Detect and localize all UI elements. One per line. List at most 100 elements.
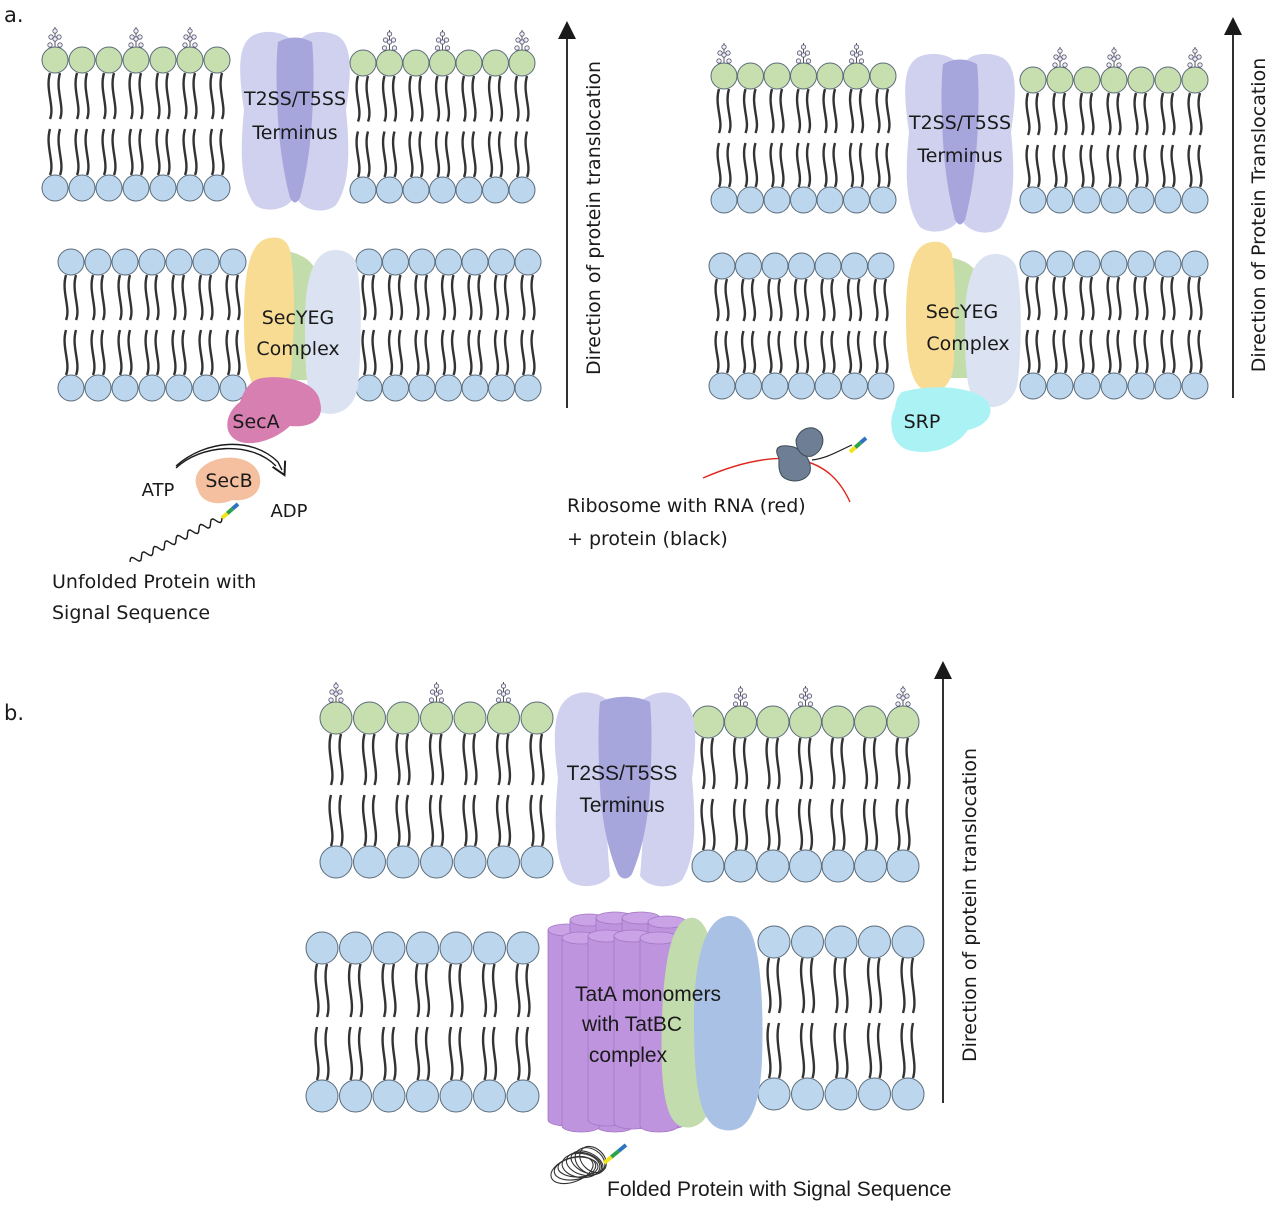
lipid-head — [1046, 186, 1074, 214]
lipid-head — [435, 374, 462, 402]
t2ss-label-line2: Terminus — [916, 145, 1002, 167]
lipid-head — [824, 1077, 858, 1111]
lipid-head — [1154, 250, 1182, 278]
srp-label: SRP — [904, 411, 941, 433]
atp-label: ATP — [142, 480, 175, 501]
translocation-arrow-a-left: Direction of protein translocation — [558, 21, 605, 408]
lipid-head — [854, 849, 887, 883]
lipid-head — [386, 701, 420, 735]
lipid-head — [408, 374, 436, 402]
lipid-head — [408, 248, 436, 276]
lipid-head — [757, 1077, 791, 1111]
inner-membrane-right-segment — [355, 248, 542, 402]
tat-label-line1: TatA monomers — [575, 983, 721, 1006]
lipid-head — [858, 1077, 891, 1111]
lipid-head — [453, 701, 487, 735]
lipid-head — [1154, 372, 1182, 400]
outer-membrane-b — [319, 682, 920, 883]
lipid-head — [1100, 372, 1128, 400]
t2ss-label-line1: T2SS/T5SS — [567, 762, 678, 785]
lipid-head — [461, 248, 489, 276]
lipid-head — [435, 248, 462, 276]
lipid-head — [482, 49, 509, 77]
lipid-head — [406, 931, 439, 965]
lipid-head — [455, 176, 483, 204]
lipid-head — [372, 931, 406, 965]
folded-protein-coil — [550, 1145, 607, 1185]
lipid-head — [488, 374, 515, 402]
lipid-head — [382, 374, 409, 402]
signal-sequence — [602, 1143, 628, 1165]
lipid-head — [1046, 372, 1074, 400]
panel-a-right: T2SS/T5SS Terminus SecYEG Complex SRP Ri… — [567, 17, 1269, 550]
lipid-head — [68, 46, 96, 74]
t2ss-t5ss-channel: T2SS/T5SS Terminus — [905, 53, 1015, 233]
t2ss-label-line1: T2SS/T5SS — [243, 88, 346, 110]
lipid-head — [891, 1077, 925, 1111]
lipid-head — [761, 372, 789, 400]
inner-membrane-b — [305, 925, 925, 1113]
unfolded-caption-line1: Unfolded Protein with — [52, 571, 256, 593]
lipid-head — [1073, 372, 1101, 400]
secyeg-complex: SecYEG Complex — [906, 241, 1021, 408]
secyeg-label-line1: SecYEG — [262, 307, 335, 329]
panel-a-label: a. — [4, 3, 24, 27]
lipid-head — [756, 705, 790, 739]
lipid-head — [420, 845, 453, 879]
outer-membrane-a-left — [41, 27, 536, 204]
ribosome: Ribosome with RNA (red) + protein (black… — [567, 427, 868, 550]
lipid-head — [319, 845, 353, 879]
inner-membrane-left-segment — [708, 252, 895, 400]
lipid-head — [506, 1079, 540, 1113]
ribosome-caption-line2: + protein (black) — [567, 528, 728, 550]
lipid-head — [319, 701, 353, 735]
lipid-head — [514, 248, 542, 276]
lipid-head — [821, 849, 855, 883]
lipid-head — [691, 849, 725, 883]
lipid-head — [376, 49, 403, 77]
lipid-head — [429, 176, 456, 204]
lipid-head — [841, 372, 868, 400]
lipid-head — [867, 372, 895, 400]
lipid-head — [122, 46, 150, 74]
lipid-head — [1046, 66, 1074, 94]
lipid-head — [68, 174, 96, 202]
secb-protein: SecB ATP ADP — [142, 443, 308, 522]
tat-label-line3: complex — [589, 1044, 668, 1067]
lipid-head — [1100, 186, 1128, 214]
lipid-head — [824, 925, 858, 959]
lipid-head — [843, 186, 870, 214]
lipid-head — [1127, 66, 1155, 94]
lipid-head — [1073, 250, 1101, 278]
lipid-head — [789, 705, 822, 739]
tat-complex: TatA monomers with TatBC complex — [547, 911, 763, 1133]
lipid-head — [1100, 66, 1128, 94]
lipid-head — [219, 374, 247, 402]
lipid-head — [57, 248, 85, 276]
lipid-head — [763, 62, 791, 90]
lipid-head — [854, 705, 887, 739]
lipid-head — [724, 705, 757, 739]
lipid-head — [886, 849, 920, 883]
secyeg-label-line2: Complex — [256, 338, 339, 360]
lipid-head — [1073, 66, 1101, 94]
lipid-head — [858, 925, 891, 959]
lipid-head — [487, 845, 520, 879]
lipid-head — [891, 925, 925, 959]
lipid-head — [791, 925, 824, 959]
translocation-arrow-a-right: Direction of Protein Translocation — [1224, 17, 1269, 398]
lipid-head — [138, 374, 166, 402]
lipid-head — [402, 49, 430, 77]
outer-membrane-a-right — [710, 43, 1209, 214]
lipid-head — [757, 925, 791, 959]
lipid-head — [724, 849, 757, 883]
secb-label: SecB — [205, 470, 252, 492]
lipid-head — [305, 1079, 339, 1113]
lipid-head — [487, 701, 520, 735]
lipid-head — [122, 174, 150, 202]
t2ss-label-line2: Terminus — [579, 794, 664, 817]
lipid-head — [473, 1079, 506, 1113]
inner-membrane-right-segment — [1019, 250, 1209, 400]
lipid-head — [1127, 186, 1155, 214]
